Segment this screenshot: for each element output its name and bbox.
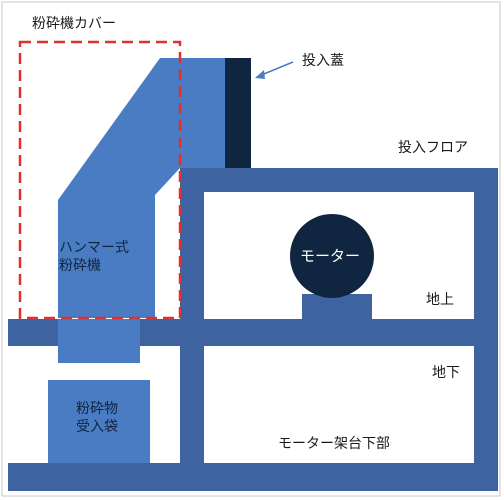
above-ground-label: 地上 <box>426 292 454 308</box>
left-wall <box>180 168 204 468</box>
discharge-chute <box>58 319 140 363</box>
input-lid-arrow-line <box>258 61 294 77</box>
motor-label: モーター <box>300 247 361 265</box>
input-lid-arrow-head <box>255 70 265 79</box>
crusher-cover-outline <box>18 40 182 320</box>
input-lid <box>225 58 251 168</box>
hammer-crusher-label-line2: 粉砕機 <box>59 257 101 274</box>
motor <box>290 214 374 298</box>
input-lid-label: 投入蓋 <box>302 53 344 69</box>
crusher-cover-label: 粉砕機カバー <box>32 16 116 32</box>
hammer-crusher-label-line1: ハンマー式 <box>59 240 129 256</box>
basement-floor-slab <box>8 463 498 491</box>
collection-bag-label-line1: 粉砕物 <box>76 401 118 417</box>
input-floor-slab <box>180 168 498 192</box>
collection-bag-label-line2: 受入袋 <box>76 418 118 435</box>
motor-base-label: モーター架台下部 <box>278 436 390 452</box>
input-floor-label: 投入フロア <box>398 140 468 156</box>
collection-bag <box>48 380 150 463</box>
underground-label: 地下 <box>432 365 460 381</box>
right-wall <box>474 168 498 468</box>
hammer-crusher <box>58 58 225 318</box>
collection-bag-label: 粉砕物 受入袋 <box>76 401 118 436</box>
motor-base <box>302 294 372 320</box>
hammer-crusher-label: ハンマー式 粉砕機 <box>59 240 129 275</box>
